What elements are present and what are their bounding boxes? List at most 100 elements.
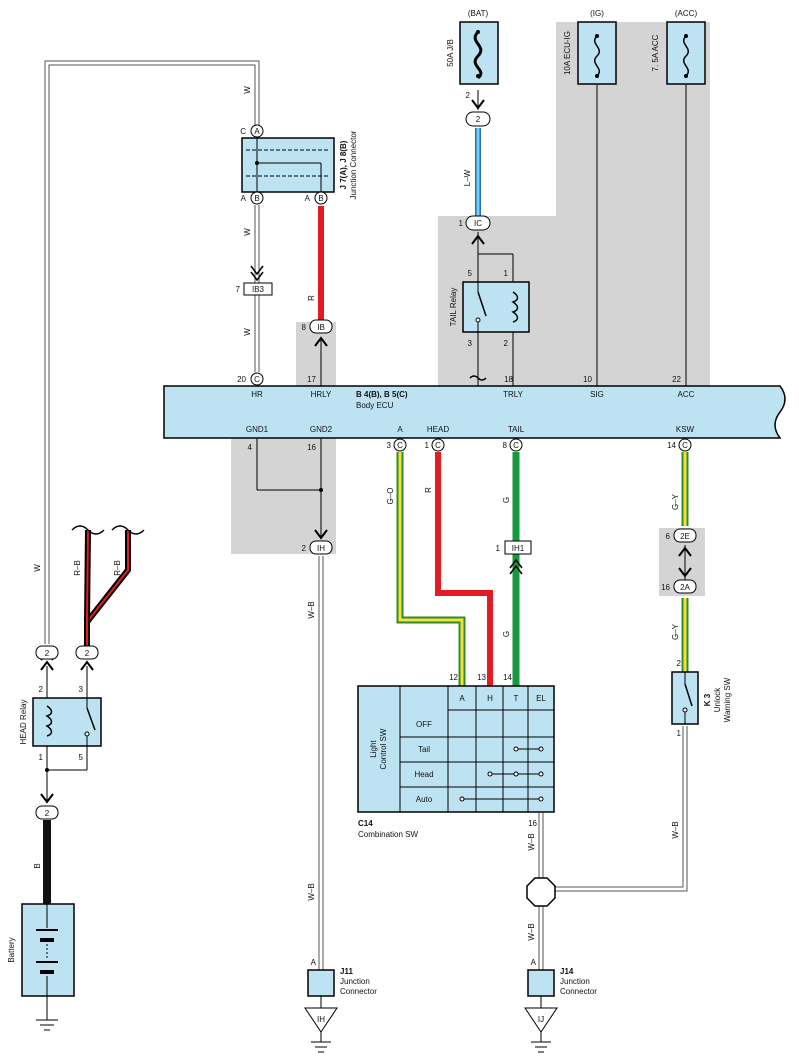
svg-text:C: C (513, 441, 519, 450)
svg-text:Light: Light (369, 740, 378, 758)
svg-text:HR: HR (251, 390, 263, 399)
svg-text:16: 16 (661, 583, 670, 592)
svg-text:16: 16 (528, 819, 537, 828)
svg-text:TAIL: TAIL (508, 425, 525, 434)
svg-text:G–Y: G–Y (671, 623, 680, 640)
svg-text:J 7(A), J 8(B): J 7(A), J 8(B) (339, 140, 348, 189)
svg-text:L–W: L–W (463, 169, 472, 186)
svg-text:ACC: ACC (678, 390, 695, 399)
svg-text:A: A (459, 694, 465, 703)
svg-text:18: 18 (504, 375, 513, 384)
svg-text:G: G (502, 497, 511, 503)
svg-text:Connector: Connector (340, 987, 377, 996)
svg-text:W–B: W–B (671, 821, 680, 838)
svg-text:5: 5 (79, 753, 84, 762)
svg-text:SIG: SIG (590, 390, 604, 399)
svg-text:C: C (435, 441, 441, 450)
svg-text:8: 8 (302, 323, 307, 332)
svg-text:4: 4 (248, 443, 253, 452)
svg-text:T: T (514, 694, 519, 703)
tail-relay: 5 1 3 2 TAIL Relay (449, 269, 530, 348)
svg-text:W: W (33, 564, 42, 572)
junction-j7: A C B A B A J 7(A), J 8(B) Junction Conn… (240, 124, 358, 205)
svg-text:J11: J11 (340, 967, 353, 976)
svg-text:3: 3 (468, 339, 473, 348)
svg-text:3: 3 (79, 685, 84, 694)
svg-text:(IG): (IG) (590, 9, 604, 18)
svg-text:(ACC): (ACC) (675, 9, 698, 18)
svg-text:C: C (254, 375, 260, 384)
svg-text:1: 1 (677, 729, 682, 738)
svg-text:2: 2 (302, 544, 307, 553)
svg-text:IH: IH (317, 1015, 325, 1024)
ecu-bottom-pins: GND1 GND2 A HEAD TAIL KSW 4 16 C 3 C 1 C… (246, 425, 695, 452)
svg-text:IB: IB (317, 323, 325, 332)
svg-text:7: 7 (236, 285, 241, 294)
svg-text:Junction Connector: Junction Connector (349, 130, 358, 199)
svg-text:R–B: R–B (73, 560, 82, 576)
svg-text:Junction: Junction (560, 977, 590, 986)
svg-text:W: W (243, 86, 252, 94)
svg-text:G: G (502, 631, 511, 637)
source-bat: (BAT) 50A J/B (446, 9, 499, 85)
svg-text:A: A (531, 958, 537, 967)
svg-text:17: 17 (307, 375, 316, 384)
svg-text:Tail: Tail (418, 745, 430, 754)
svg-text:2E: 2E (680, 532, 690, 541)
svg-text:2: 2 (45, 649, 50, 658)
svg-text:1: 1 (504, 269, 509, 278)
source-ig: (IG) 10A ECU-IG (563, 9, 617, 85)
svg-text:6: 6 (666, 532, 671, 541)
svg-text:W: W (243, 228, 252, 236)
svg-text:Auto: Auto (416, 795, 433, 804)
svg-text:C: C (397, 441, 403, 450)
svg-text:16: 16 (307, 443, 316, 452)
ecu-top-pins: C 20 HR 17 HRLY 18 TRLY 10 SIG 22 ACC (237, 372, 695, 399)
svg-text:2A: 2A (680, 583, 690, 592)
svg-text:W–B: W–B (527, 923, 536, 940)
svg-text:Control SW: Control SW (379, 728, 388, 769)
svg-text:2: 2 (466, 91, 471, 100)
svg-text:Warning SW: Warning SW (723, 677, 732, 722)
svg-text:B: B (318, 194, 323, 203)
svg-text:2: 2 (504, 339, 509, 348)
svg-text:G–O: G–O (386, 488, 395, 505)
svg-text:K 3: K 3 (703, 693, 712, 706)
svg-text:50A J/B: 50A J/B (446, 39, 455, 67)
junction-j11: A J11 Junction Connector IH (304, 958, 377, 1053)
svg-text:14: 14 (503, 673, 512, 682)
body-ecu: B 4(B), B 5(C) Body ECU C 20 HR 17 HRLY … (163, 372, 786, 452)
svg-text:A: A (305, 194, 311, 203)
svg-text:Body ECU: Body ECU (356, 401, 394, 410)
svg-text:1: 1 (39, 753, 44, 762)
svg-text:OFF: OFF (416, 720, 432, 729)
svg-text:Unlock: Unlock (713, 687, 722, 712)
svg-text:14: 14 (667, 441, 676, 450)
splice-point (526, 877, 556, 907)
svg-text:20: 20 (237, 375, 246, 384)
svg-text:2: 2 (677, 659, 682, 668)
svg-text:GND1: GND1 (246, 425, 269, 434)
svg-text:12: 12 (449, 673, 458, 682)
svg-text:W: W (243, 328, 252, 336)
svg-text:1: 1 (459, 219, 464, 228)
svg-text:B: B (33, 863, 42, 868)
ih-connector: IH 2 (302, 529, 333, 555)
svg-text:H: H (487, 694, 493, 703)
svg-text:W–B: W–B (307, 601, 316, 618)
svg-text:J14: J14 (560, 967, 574, 976)
svg-text:W–B: W–B (307, 883, 316, 900)
ib3-connector: IB3 7 (236, 265, 273, 296)
svg-text:B 4(B), B 5(C): B 4(B), B 5(C) (356, 390, 408, 399)
svg-text:TRLY: TRLY (503, 390, 524, 399)
svg-text:HRLY: HRLY (311, 390, 332, 399)
svg-text:2: 2 (45, 809, 50, 818)
ih1-connector: IH1 1 (496, 540, 532, 575)
svg-text:W–B: W–B (527, 833, 536, 850)
svg-text:1: 1 (425, 441, 430, 450)
svg-text:Connector: Connector (560, 987, 597, 996)
svg-text:IJ: IJ (538, 1015, 544, 1024)
battery: Battery (7, 903, 75, 1031)
svg-text:(BAT): (BAT) (468, 9, 489, 18)
svg-text:EL: EL (536, 694, 546, 703)
